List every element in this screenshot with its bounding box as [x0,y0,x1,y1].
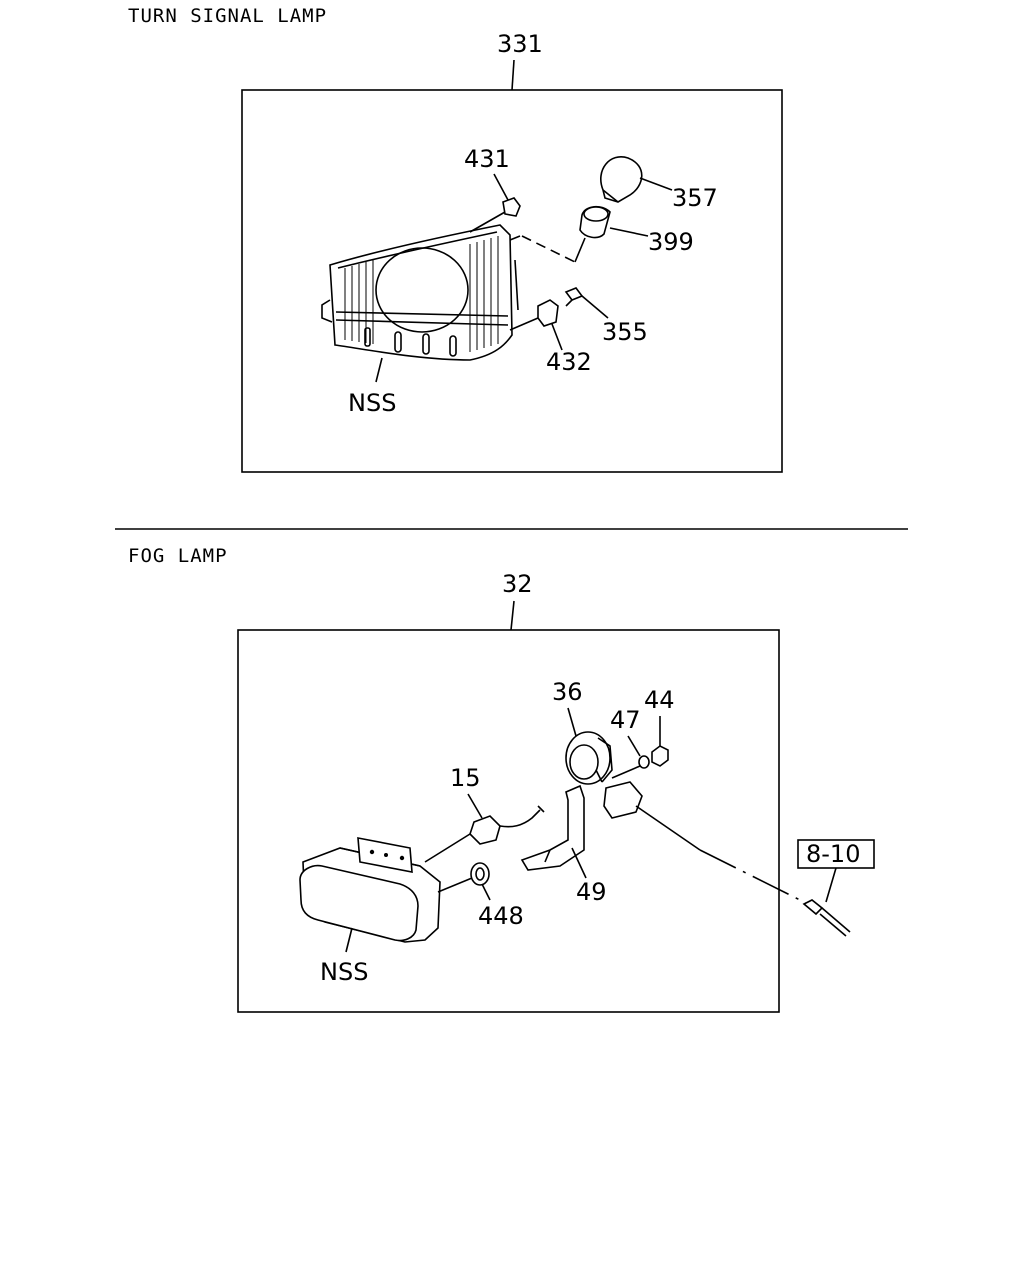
callout-36: 36 [552,678,583,706]
callout-47: 47 [610,706,641,734]
callout-nss-fog: NSS [320,958,368,986]
leader-15 [467,793,483,819]
bulb-15 [469,805,545,845]
callout-432: 432 [546,348,592,376]
callout-399: 399 [648,228,694,256]
screw-355 [564,287,584,307]
cover-36 [565,731,613,785]
leader-331 [511,59,515,91]
nut-44 [651,745,669,767]
grommet-448 [470,862,490,886]
leader-nss-fog [345,927,353,953]
assembly-ref-32: 32 [502,570,533,598]
leader-nss-turn [375,357,383,383]
ref-box-label: 8-10 [806,840,860,868]
leader-32 [510,600,515,631]
harness-connector [595,769,643,819]
leader-36 [567,707,577,737]
callout-49: 49 [576,878,607,906]
bulb-357 [600,156,643,203]
leader-399 [609,227,649,237]
callout-44: 44 [644,686,675,714]
turn-signal-lens [321,224,519,361]
fog-lamp-title: FOG LAMP [128,545,228,567]
callout-355: 355 [602,318,648,346]
callout-357: 357 [672,184,718,212]
callout-448: 448 [478,902,524,930]
leader-432 [551,323,563,351]
callout-431: 431 [464,145,510,173]
socket-399 [579,205,611,239]
washer-47 [638,755,650,769]
remote-connector [802,899,851,937]
leader-357 [639,177,673,191]
bracket-49 [520,784,585,871]
leader-448 [481,883,491,901]
leader-47 [627,735,641,757]
assembly-ref-331: 331 [497,30,543,58]
callout-nss-turn: NSS [348,389,396,417]
connector-432 [537,299,559,327]
socket-431 [502,197,521,217]
fog-lamp-frame [237,629,780,1013]
leader-431 [493,173,509,201]
callout-15: 15 [450,764,481,792]
turn-signal-title: TURN SIGNAL LAMP [128,5,327,27]
leader-ref-box [825,867,837,903]
leader-49 [571,847,587,879]
leader-355 [581,295,609,319]
turn-signal-frame [241,89,783,473]
fog-lamp-body [299,837,441,943]
